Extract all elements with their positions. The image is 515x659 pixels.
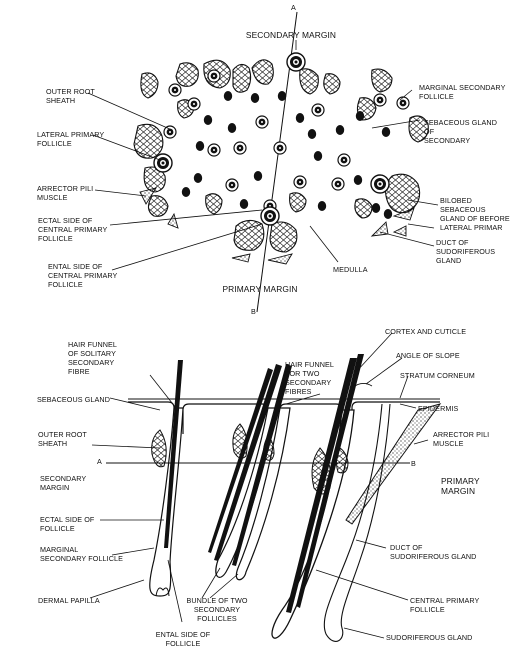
label-b-bottom: B — [411, 459, 416, 468]
label-duct-of-sudoriferous-gland-top: DUCT OF SUDORIFEROUS GLAND — [436, 238, 495, 265]
label-ental-side-central: ENTAL SIDE OF CENTRAL PRIMARY FOLLICLE — [48, 262, 117, 289]
label-hair-funnel-two: HAIR FUNNEL FOR TWO SECONDARY FIBRES — [285, 360, 334, 396]
label-marginal-secondary-follicle-top: MARGINAL SECONDARY FOLLICLE — [419, 83, 505, 101]
label-a-top: A — [291, 3, 296, 12]
label-ectal-side-of-follicle: ECTAL SIDE OF FOLLICLE — [40, 515, 94, 533]
label-secondary-margin-bottom: SECONDARY MARGIN — [40, 474, 86, 492]
label-secondary-margin-top: SECONDARY MARGIN — [236, 30, 346, 40]
label-a-bottom: A — [97, 457, 102, 466]
cross-section — [88, 12, 438, 312]
label-dermal-papilla: DERMAL PAPILLA — [38, 596, 100, 605]
bundle-follicles — [208, 364, 292, 580]
label-duct-of-sudoriferous-gland-bottom: DUCT OF SUDORIFEROUS GLAND — [390, 543, 476, 561]
label-sebaceous-gland-bottom: SEBACEOUS GLAND — [37, 395, 110, 404]
label-sebaceous-gland-of-secondary: SEBACEOUS GLAND OF SECONDARY — [424, 118, 497, 145]
label-stratum-corneum: STRATUM CORNEUM — [400, 371, 475, 380]
longitudinal-section — [90, 333, 440, 641]
label-arrector-pili-muscle-bottom: ARRECTOR PILI MUSCLE — [433, 430, 489, 448]
label-ental-side-of-follicle: ENTAL SIDE OF FOLLICLE — [148, 630, 218, 648]
label-primary-margin-bottom: PRIMARY MARGIN — [441, 476, 480, 496]
label-outer-root-sheath-bottom: OUTER ROOT SHEATH — [38, 430, 87, 448]
label-central-primary-follicle: CENTRAL PRIMARY FOLLICLE — [410, 596, 479, 614]
label-epidermis: EPIDERMIS — [418, 404, 458, 413]
label-primary-margin-top: PRIMARY MARGIN — [210, 284, 310, 294]
label-bilobed-sebaceous-gland: BILOBED SEBACEOUS GLAND OF BEFORE LATERA… — [440, 196, 510, 232]
label-hair-funnel-solitary: HAIR FUNNEL OF SOLITARY SECONDARY FIBRE — [68, 340, 117, 376]
arrector-pili — [346, 404, 440, 524]
label-sudoriferous-gland: SUDORIFEROUS GLAND — [386, 633, 472, 642]
label-cortex-and-cuticle: CORTEX AND CUTICLE — [385, 327, 466, 336]
label-bundle-of-two: BUNDLE OF TWO SECONDARY FOLLICLES — [178, 596, 256, 623]
label-lateral-primary-follicle: LATERAL PRIMARY FOLLICLE — [37, 130, 104, 148]
label-medulla: MEDULLA — [333, 265, 368, 274]
label-arrector-pili-muscle-top: ARRECTOR PILI MUSCLE — [37, 184, 93, 202]
central-primary-follicle — [272, 354, 364, 638]
label-b-top: B — [251, 307, 256, 316]
label-ectal-side-central: ECTAL SIDE OF CENTRAL PRIMARY FOLLICLE — [38, 216, 107, 243]
label-angle-of-slope: ANGLE OF SLOPE — [396, 351, 460, 360]
label-marginal-secondary-follicle-bottom: MARGINAL SECONDARY FOLLICLE — [40, 545, 123, 563]
label-outer-root-sheath-top: OUTER ROOT SHEATH — [46, 87, 95, 105]
